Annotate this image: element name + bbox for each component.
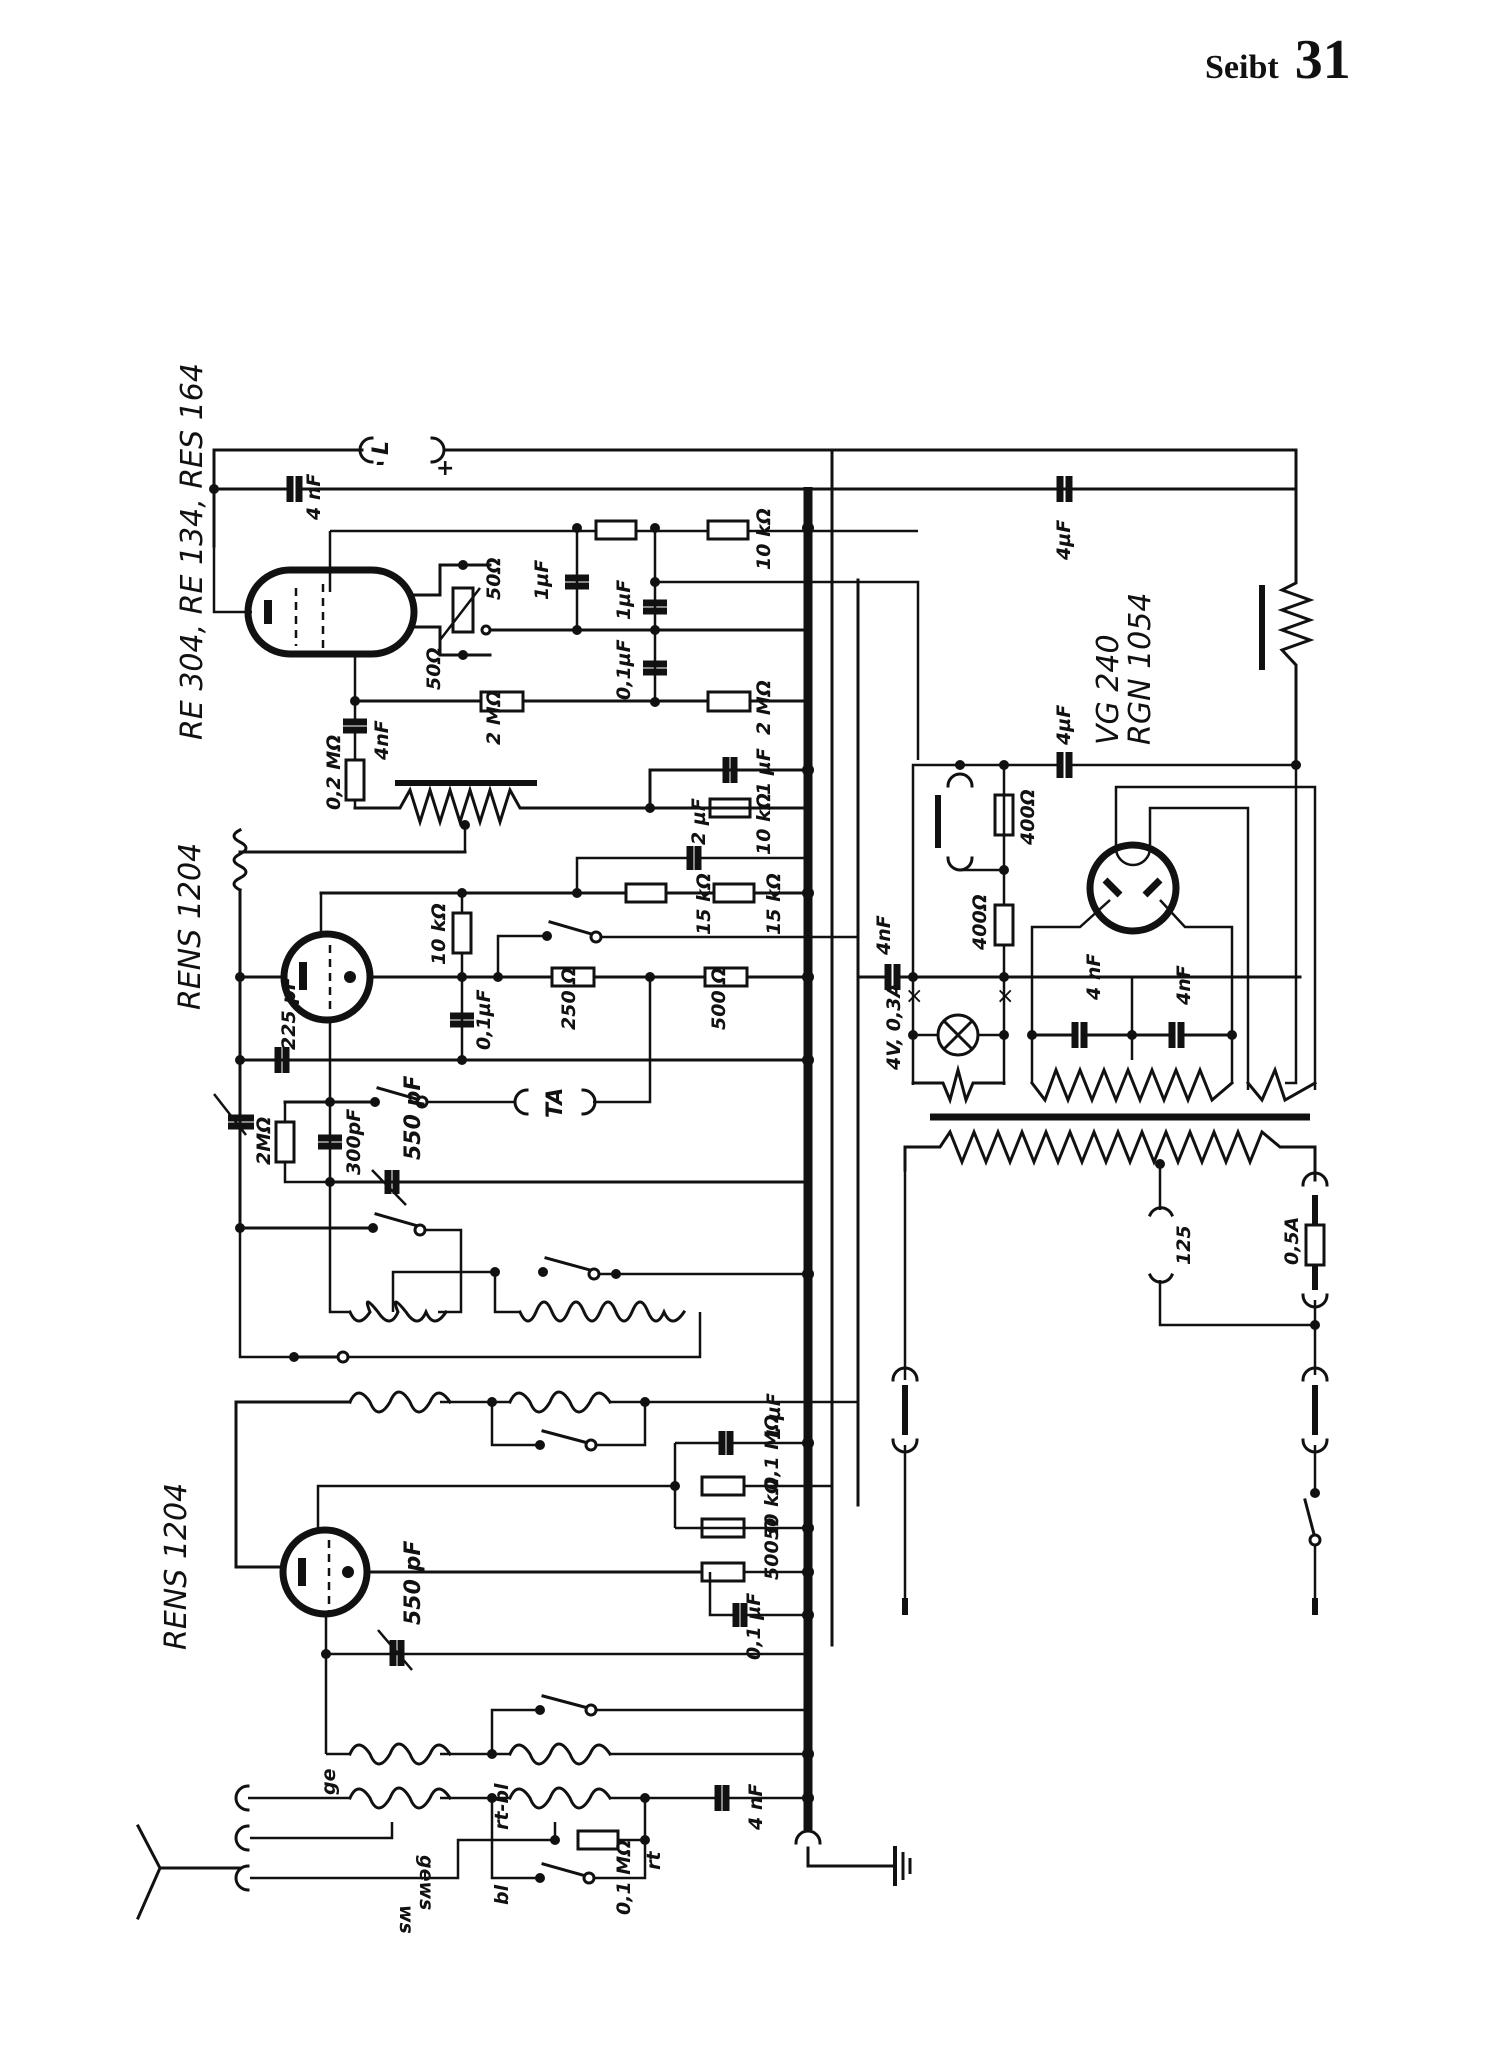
dial-lamp: × × 4V, 0,3A [883,977,1014,1105]
label-ge: ge [318,1768,340,1795]
label-4uf-top: 4µF [1053,520,1075,561]
label-gews: gews [415,1855,437,1910]
label-02m: 0,2 MΩ [323,735,345,810]
label-1uf-b: 1µF [613,580,635,620]
label-400ohm-b: 400Ω [969,894,991,951]
label-400ohm-a: 400Ω [1017,789,1039,846]
label-rt: rt [643,1851,665,1870]
label-550pf-a: 550 pF [401,1076,426,1160]
label-4nf-top: 4 nF [303,474,325,521]
label-2m-c: 2MΩ [253,1117,275,1165]
tuning-coils-hf [234,1390,858,1569]
output-tube-label: RE 304, RE 134, RES 164 [175,363,210,740]
publisher-name: Seibt [1205,49,1279,86]
label-01uf-a: 0,1µF [613,639,635,700]
detector-tube-label: RENS 1204 [173,843,208,1010]
label-50ohm-pot: 50Ω [483,557,505,600]
label-2m-b: 2 MΩ [753,680,775,735]
label-01uf-b: 0,1µF [473,989,495,1050]
hf-tube-label: RENS 1204 [159,1483,194,1650]
field-coil [1259,558,1315,1085]
filter-network-top: 1µF 1µF 0,1µF 10 kΩ [531,508,920,760]
label-rtbl: rt-bl [491,1783,513,1830]
svg-text:×: × [905,984,923,1009]
tuning-coils-detector [235,1190,814,1364]
label-10k-c: 10 kΩ [428,903,450,965]
detector-load-network: 15 kΩ 15 kΩ 2 µF 250 Ω 500 Ω [460,798,858,1104]
speaker-plus-label: + [436,456,454,481]
capacitor-4nf-top: 4 nF [209,474,1298,521]
page-header: Seibt 31 [1205,28,1351,92]
earth-ground [794,1829,912,1886]
svg-text:×: × [996,984,1014,1009]
label-4nf-rect-a: 4 nF [1083,954,1105,1001]
hf-screen-network: 1 µF 0,1 MΩ 50 kΩ 500 Ω 0,1 µF [670,1393,832,1660]
label-50ohm: 50Ω [423,647,445,690]
label-01m-a: 0,1 MΩ [761,1415,783,1490]
label-01m-b: 0,1 MΩ [613,1840,635,1915]
label-250ohm: 250 Ω [558,968,580,1030]
label-4nf-ant: 4 nF [745,1784,767,1831]
hf-stage: 550 pF [234,1484,808,1754]
label-2uf: 2 µF [688,798,710,845]
speaker-connector: L - + [212,436,1298,562]
label-10k-top: 10 kΩ [753,508,775,570]
label-225pf: 225 pF [278,977,300,1050]
label-fuse: 0,5A [1281,1217,1303,1265]
label-voltage-tap: 125 [1173,1225,1195,1265]
label-1uf-d: 1 µF [763,1393,785,1440]
label-4nf-grid: 4nF [371,720,393,761]
label-1uf-a: 1µF [531,560,553,600]
speaker-label: L [369,441,394,455]
filament-potentiometer: 50Ω 50Ω [413,557,810,690]
rectifier-tube-label-2: RGN 1054 [1123,593,1158,745]
capacitor-4uf-top: 4µF [1053,476,1075,561]
rectifier-tube [1030,785,1317,1090]
label-4uf-b: 4µF [1053,705,1075,746]
label-550pf-b: 550 pF [401,1541,426,1625]
grid-bias-row: 2 MΩ 2 MΩ 4nF 0,2 MΩ [323,680,810,810]
label-4nf-rect-b: 4nF [1173,965,1195,1006]
label-10k-b: 10 kΩ [753,793,775,855]
label-15k-a: 15 kΩ [693,873,715,935]
label-15k-b: 15 kΩ [763,873,785,935]
rectifier-tube-label-1: VG 240 [1091,634,1126,745]
pickup-and-grid-circuit: TA 2MΩ 300pF 550 pF [213,1076,810,1206]
mains-transformer: 125 0,5A [891,1113,1329,1615]
label-lamp: 4V, 0,3A [883,983,905,1071]
label-ws: ws [395,1905,417,1934]
interstage-transformer: 1 µF 10 kΩ [353,748,814,855]
label-50k: 50 kΩ [761,1478,783,1540]
label-500ohm-b: 500 Ω [761,1518,783,1580]
label-1uf-c: 1 µF [753,748,775,795]
label-300pf: 300pF [343,1109,365,1175]
label-2m-a: 2 MΩ [483,690,505,745]
label-4nf-mid: 4nF [873,915,895,956]
antenna-input: ge gews ws rt-bl bl rt 0,1 MΩ 4 nF [135,1694,814,1934]
pickup-label: TA [543,1088,568,1118]
hv-secondary: 4 nF 4nF [1027,954,1318,1105]
speaker-minus-label: - [376,451,385,476]
page-number: 31 [1294,29,1351,91]
output-coupling: 4nF 4µF 400Ω 400Ω [856,705,1302,990]
label-bl: bl [491,1884,513,1905]
label-01uf-c: 0,1 µF [743,1593,765,1660]
label-500ohm-a: 500 Ω [708,968,730,1030]
